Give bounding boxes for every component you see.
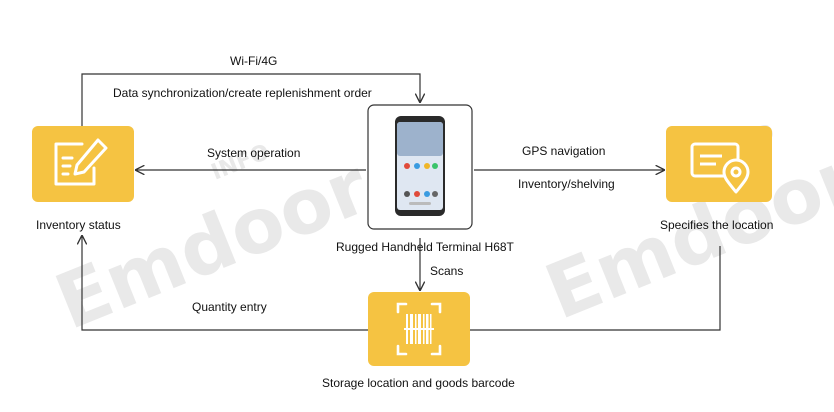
edit-form-icon (32, 126, 134, 202)
edge-label-wifi: Wi-Fi/4G (230, 54, 278, 68)
edge-quantity (82, 236, 368, 331)
label-terminal: Rugged Handheld Terminal H68T (336, 240, 514, 254)
label-inventory-status: Inventory status (36, 218, 121, 232)
edge-label-sync: Data synchronization/create replenishmen… (113, 86, 372, 100)
edge-label-shelving: Inventory/shelving (518, 177, 615, 191)
map-pin-icon (666, 126, 772, 202)
edge-label-scans: Scans (430, 264, 464, 278)
edge-wifi-sync (81, 73, 420, 126)
node-location (666, 126, 772, 202)
label-barcode: Storage location and goods barcode (322, 376, 515, 390)
barcode-scan-icon (368, 292, 470, 366)
edge-label-gps: GPS navigation (522, 144, 606, 158)
node-inventory-status (32, 126, 134, 202)
label-location: Specifies the location (660, 218, 774, 232)
edge-location-barcode (470, 246, 721, 331)
node-terminal (367, 104, 473, 230)
edge-label-quantity: Quantity entry (192, 300, 267, 314)
phone-icon (367, 104, 473, 230)
node-barcode (368, 292, 470, 366)
edge-label-system-operation: System operation (207, 146, 301, 160)
